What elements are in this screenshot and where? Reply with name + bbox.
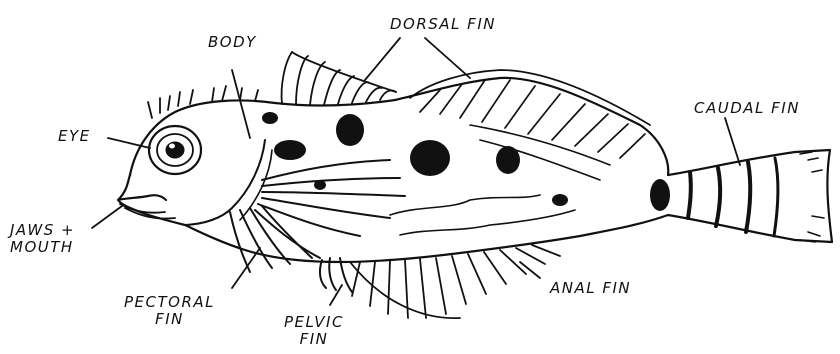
label-pelvic-fin: PELVIC FIN (284, 314, 344, 348)
dorsal-fin-soft (410, 70, 650, 158)
dorsal-fin-spiny (282, 52, 396, 105)
label-jaws-line2: MOUTH (10, 239, 75, 256)
head-spines (148, 86, 258, 118)
label-body: BODY (208, 34, 257, 51)
label-jaws-line1: JAWS + (10, 222, 75, 239)
label-pectoral-line2: FIN (124, 311, 215, 328)
label-caudal-fin: CAUDAL FIN (694, 100, 800, 117)
pectoral-pointer (232, 248, 260, 288)
label-eye: EYE (58, 128, 91, 145)
dorsal-pointer-left (365, 38, 400, 80)
caudal-fin (688, 152, 824, 242)
dorsal-pointer-right (425, 38, 470, 78)
label-pectoral-fin: PECTORAL FIN (124, 294, 215, 328)
pelvic-pointer (330, 285, 342, 305)
pelvic-fin (320, 258, 352, 292)
label-pectoral-line1: PECTORAL (124, 294, 215, 311)
label-jaws-mouth: JAWS + MOUTH (10, 222, 75, 256)
anal-pointer (520, 262, 540, 278)
label-dorsal-fin: DORSAL FIN (390, 16, 496, 33)
body-blotches (262, 112, 670, 211)
pointer-lines (92, 38, 740, 305)
label-anal-fin: ANAL FIN (550, 280, 631, 297)
label-pelvic-line2: FIN (284, 331, 344, 348)
anal-fin (350, 245, 560, 318)
pectoral-fin (230, 160, 405, 272)
body-pointer (232, 70, 250, 138)
jaws-pointer (92, 206, 122, 228)
label-pelvic-line1: PELVIC (284, 314, 344, 331)
eye-pupil (166, 142, 184, 158)
caudal-pointer (725, 118, 740, 165)
